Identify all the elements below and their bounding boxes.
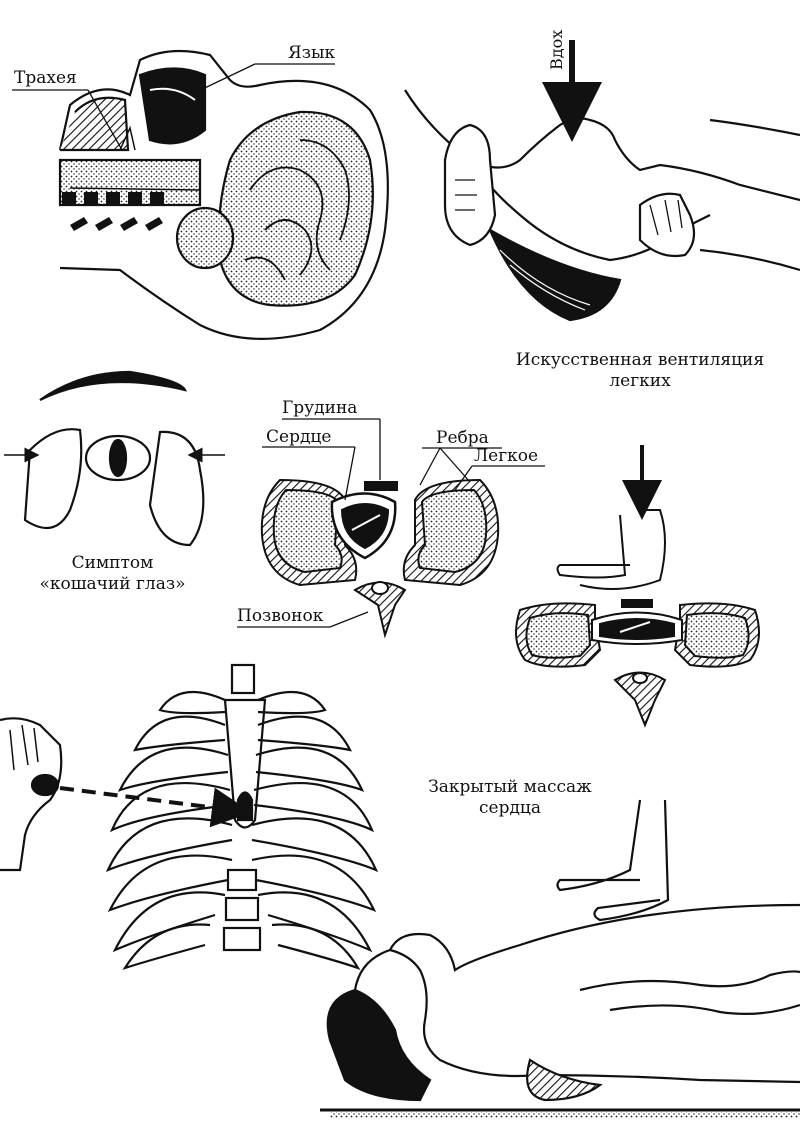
chest-compression-drawing bbox=[320, 799, 800, 1118]
ribs-label: Ребра bbox=[436, 428, 489, 448]
chest-leader-lines bbox=[237, 418, 545, 628]
ventilation-caption: Искусственная вентиляция легких bbox=[500, 350, 780, 392]
head-cross-section bbox=[58, 49, 389, 340]
vertebra-label: Позвонок bbox=[237, 606, 324, 626]
rescue-breathing-drawing bbox=[404, 40, 800, 322]
label-leader-lines bbox=[12, 63, 335, 151]
tongue-label: Язык bbox=[288, 43, 336, 63]
massage-caption-line1: Закрытый массаж bbox=[428, 777, 592, 797]
cervical-vertebrae bbox=[62, 192, 164, 231]
massage-caption: Закрытый массаж сердца bbox=[400, 777, 620, 819]
heart-label: Сердце bbox=[266, 427, 332, 447]
rib-cage-drawing bbox=[0, 663, 379, 971]
trachea-label: Трахея bbox=[14, 68, 77, 88]
ribs-left bbox=[105, 690, 233, 970]
lung-label: Легкое bbox=[474, 446, 539, 466]
ribs-right bbox=[251, 690, 379, 971]
ventilation-caption-line2: легких bbox=[609, 371, 671, 391]
cat-eye-caption-line1: Симптом bbox=[71, 553, 154, 573]
cat-eye-caption-line2: «кошачий глаз» bbox=[39, 574, 186, 594]
cat-eye-caption: Симптом «кошачий глаз» bbox=[20, 553, 205, 595]
cat-eye-drawing bbox=[4, 370, 225, 547]
massage-caption-line2: сердца bbox=[479, 798, 541, 818]
sternum-label: Грудина bbox=[282, 398, 358, 418]
compression-cross-section bbox=[515, 445, 760, 728]
ventilation-caption-line1: Искусственная вентиляция bbox=[515, 350, 765, 370]
inhale-label: Вдох bbox=[547, 29, 566, 70]
chest-cross-section bbox=[260, 478, 500, 639]
